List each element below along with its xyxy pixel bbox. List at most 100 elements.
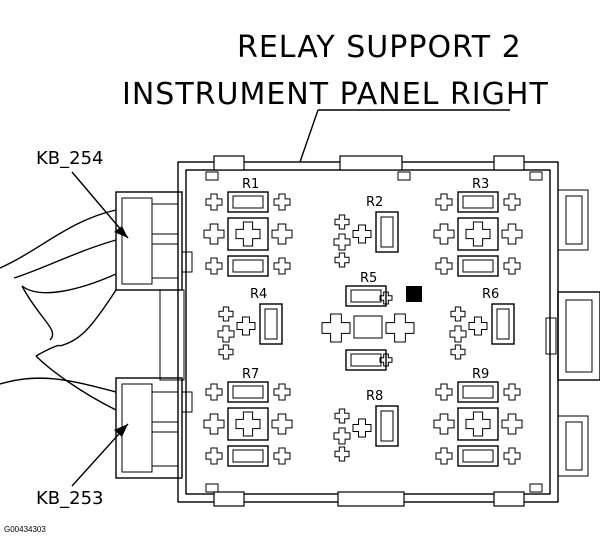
terminal-pad — [203, 413, 225, 435]
solid-pad — [406, 286, 422, 302]
terminal-slot-inner — [462, 259, 494, 273]
terminal-slot — [345, 349, 387, 371]
relay-core — [227, 217, 269, 251]
terminal-slot — [457, 255, 499, 277]
right-bracket-bottom — [557, 415, 589, 477]
relay-label: R7 — [242, 367, 259, 382]
terminal-slot-inner — [264, 308, 278, 340]
relay-core — [457, 217, 499, 251]
terminal-pad — [449, 325, 467, 343]
relay-r4: R4 — [217, 287, 283, 360]
terminal-pad — [217, 325, 235, 343]
terminal-slot — [259, 303, 283, 345]
terminal-pad — [465, 411, 491, 437]
terminal-pad — [236, 316, 256, 336]
terminal-pad — [333, 233, 351, 251]
connector-label-kb253: KB_253 — [36, 488, 104, 509]
terminal-pad — [450, 344, 466, 360]
terminal-slot — [227, 255, 269, 277]
connector-shell — [115, 191, 183, 291]
corner-mark — [397, 171, 411, 181]
title-line-1: RELAY SUPPORT 2 — [237, 30, 522, 65]
terminal-pad — [503, 193, 521, 211]
wire — [21, 285, 54, 341]
right-bracket-top — [557, 189, 589, 251]
relay-label: R1 — [242, 177, 259, 192]
wire-harness — [0, 209, 117, 411]
terminal-slot-inner — [232, 195, 264, 209]
terminal-pad — [203, 223, 225, 245]
terminal-pad — [450, 306, 466, 322]
leader-arrow — [114, 424, 128, 437]
wire — [35, 355, 117, 411]
bottom-tab-center — [337, 491, 405, 507]
terminal-slot-inner — [232, 259, 264, 273]
terminal-slot-inner — [232, 385, 264, 399]
corner-mark — [205, 483, 219, 493]
right-bracket-bottom-inner — [565, 421, 583, 471]
terminal-slot — [457, 445, 499, 467]
connector-latch — [151, 243, 179, 279]
terminal-pad — [503, 383, 521, 401]
terminal-pad — [334, 214, 350, 230]
connector-latch — [151, 391, 179, 423]
terminal-slot — [227, 445, 269, 467]
wire — [13, 239, 117, 279]
relay-r5: R5 — [321, 271, 422, 371]
connector-guide — [159, 289, 185, 381]
title-leader-line — [299, 109, 319, 163]
top-tab-center — [339, 155, 403, 171]
relay-support-housing — [177, 155, 559, 507]
terminal-pad — [271, 223, 293, 245]
terminal-pad — [273, 193, 291, 211]
terminal-slot — [227, 381, 269, 403]
terminal-pad — [379, 291, 393, 305]
relay-core — [353, 315, 383, 339]
terminal-pad — [334, 252, 350, 268]
relay-label: R3 — [472, 177, 489, 192]
wire — [35, 344, 61, 357]
terminal-slot-inner — [232, 449, 264, 463]
relay-label: R2 — [366, 195, 383, 210]
terminal-pad — [433, 223, 455, 245]
relay-label: R5 — [360, 271, 377, 286]
terminal-pad — [273, 383, 291, 401]
terminal-pad — [503, 447, 521, 465]
relay-r2: R2 — [333, 195, 399, 268]
leader-arrow — [114, 226, 128, 238]
connector-clip — [181, 251, 193, 273]
terminal-pad — [379, 353, 393, 367]
connector-inner — [121, 383, 153, 473]
wire — [59, 289, 117, 347]
relay-core — [457, 407, 499, 441]
relay-core — [227, 407, 269, 441]
terminal-pad — [433, 413, 455, 435]
relay-r3: R3 — [433, 177, 523, 277]
connector-kb254-body — [115, 191, 193, 381]
bottom-tab-right — [493, 491, 525, 507]
terminal-slot-inner — [350, 353, 382, 367]
connector-inner — [121, 197, 153, 285]
terminal-pad — [205, 383, 223, 401]
corner-mark — [529, 483, 543, 493]
terminal-slot — [375, 405, 399, 447]
wire — [21, 273, 117, 294]
top-tab-right — [493, 155, 525, 171]
leader-kb253 — [71, 423, 129, 487]
terminal-pad — [435, 257, 453, 275]
terminal-pad — [235, 221, 261, 247]
leader-kb254 — [71, 171, 129, 239]
terminal-slot — [491, 303, 515, 345]
terminal-slot — [227, 191, 269, 213]
top-tab-left — [213, 155, 245, 171]
terminal-slot-inner — [462, 385, 494, 399]
relay-r1: R1 — [203, 177, 293, 277]
relay-r8: R8 — [333, 389, 399, 462]
terminal-slot-inner — [380, 216, 394, 248]
relay-r7: R7 — [203, 367, 293, 467]
terminal-pad — [465, 221, 491, 247]
terminal-slot — [345, 285, 387, 307]
terminal-slot — [375, 211, 399, 253]
